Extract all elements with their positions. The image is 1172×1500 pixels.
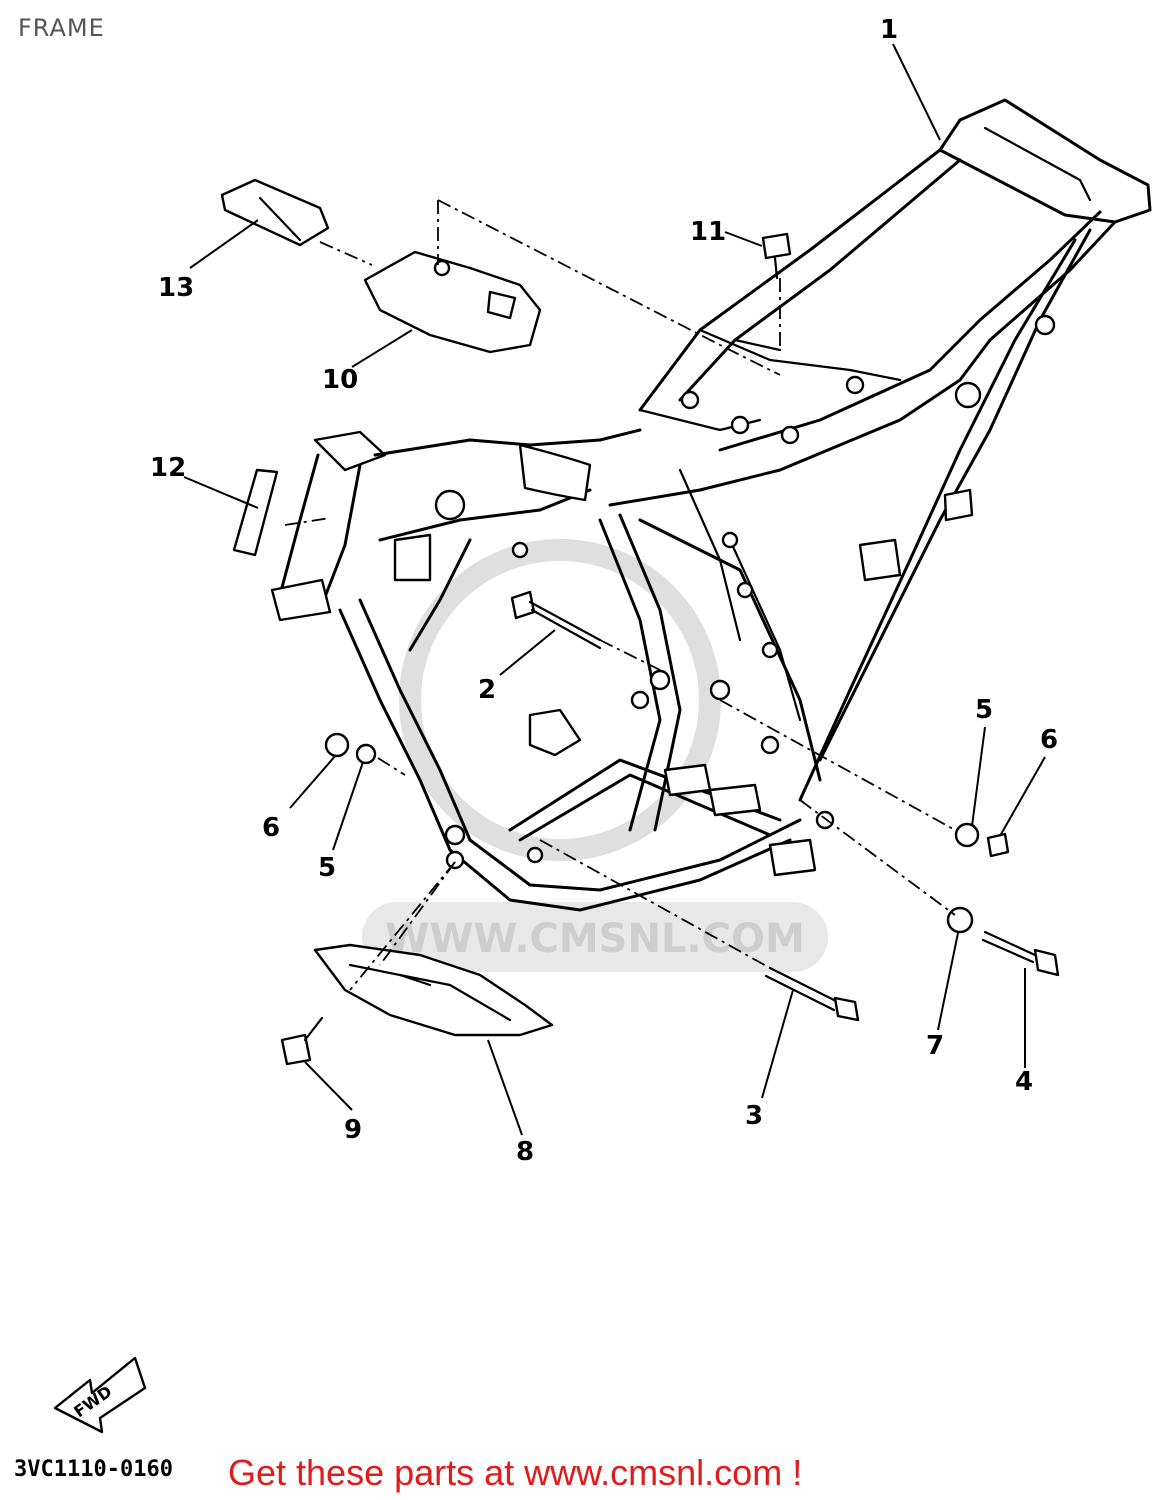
cta-link[interactable]: Get these parts at www.cmsnl.com ! <box>228 1452 803 1493</box>
callout-6-right: 6 <box>1040 725 1058 755</box>
watermark: WWW.CMSNL.COM <box>362 539 828 972</box>
callout-12: 12 <box>150 453 186 483</box>
callout-9: 9 <box>344 1115 362 1145</box>
right-nut-washer <box>954 822 1010 858</box>
callout-2: 2 <box>478 675 496 705</box>
callout-11: 11 <box>690 217 726 247</box>
part-12-plate <box>232 468 279 557</box>
alignment-lines <box>284 199 956 991</box>
callout-3: 3 <box>745 1101 763 1131</box>
callout-8: 8 <box>516 1137 534 1167</box>
watermark-text: WWW.CMSNL.COM <box>385 916 805 962</box>
left-nut-washer <box>324 732 377 765</box>
part-11-bolt <box>761 232 792 280</box>
callout-numbers: 1 11 13 10 12 2 6 5 5 6 7 4 3 8 9 <box>150 15 1058 1167</box>
part-8-skid-plate <box>313 943 554 1037</box>
callout-5-right: 5 <box>975 695 993 725</box>
diagram-title: FRAME <box>18 14 105 42</box>
washer-7-bolt-4 <box>946 906 1060 977</box>
callout-13: 13 <box>158 273 194 303</box>
part-code: 3VC1110-0160 <box>14 1457 173 1482</box>
callout-1: 1 <box>880 15 898 45</box>
callout-10: 10 <box>322 365 358 395</box>
callout-7: 7 <box>926 1031 944 1061</box>
callout-4: 4 <box>1015 1067 1033 1097</box>
leader-lines <box>183 43 1046 1136</box>
bolt-2 <box>510 590 602 650</box>
bolt-9 <box>280 1016 324 1066</box>
bolt-3 <box>764 966 860 1022</box>
forward-arrow-icon: FWD <box>53 1356 147 1434</box>
callout-6-left: 6 <box>262 813 280 843</box>
main-frame <box>270 98 1152 912</box>
part-13-protector <box>220 178 330 247</box>
part-10-cover <box>363 250 542 354</box>
callout-5-left: 5 <box>318 853 336 883</box>
